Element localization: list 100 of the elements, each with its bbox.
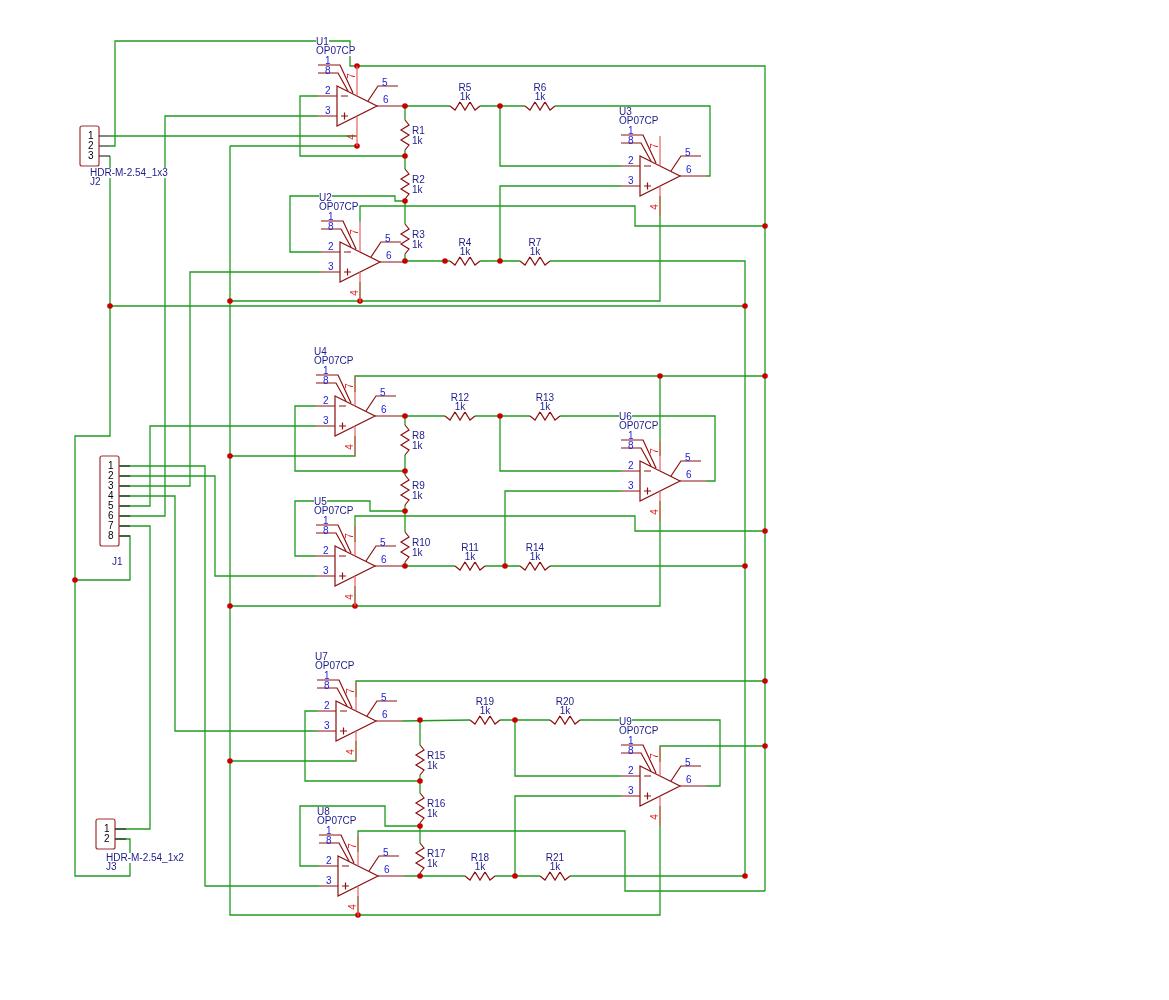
pin-number: 3 [328,262,334,272]
pin-number: 1 [88,131,94,141]
part-value: 1k [412,136,423,146]
pin-number: 7 [108,521,114,531]
reference-designator: R14 [525,543,545,553]
pin-number: 8 [325,66,331,76]
part-value: OP07CP [314,356,354,366]
pin-number: 1 [324,671,330,681]
pin-number: 7 [350,229,360,235]
pin-number: 2 [323,396,329,406]
reference-designator: J2 [90,177,101,187]
pin-number: 7 [650,143,660,149]
pin-number: 8 [328,222,334,232]
reference-designator: U8 [317,807,330,817]
pin-number: 8 [324,681,330,691]
pin-number: 4 [650,509,660,515]
part-value: 1k [412,240,423,250]
pin-number: 5 [380,538,386,548]
pin-number: 6 [383,95,389,105]
pin-number: 7 [348,843,358,849]
pin-number: 1 [628,126,634,136]
pin-number: 5 [685,453,691,463]
pin-number: 5 [382,78,388,88]
pin-number: 3 [628,481,634,491]
pin-number: 6 [108,511,114,521]
pin-number: 6 [381,405,387,415]
part-value: 1k [534,92,546,102]
pin-number: 4 [347,134,357,140]
reference-designator: U2 [319,193,332,203]
pin-number: 2 [628,156,634,166]
part-value: 1k [474,862,486,872]
part-value: 1k [427,761,438,771]
pin-number: 2 [324,701,330,711]
pin-number: 2 [104,834,110,844]
reference-designator: R3 [412,230,425,240]
pin-number: 2 [88,141,94,151]
pin-number: 4 [108,491,114,501]
pin-number: 6 [686,775,692,785]
reference-designator: U3 [619,107,632,117]
part-value: 1k [549,862,561,872]
part-value: 1k [412,185,423,195]
part-value: OP07CP [319,202,359,212]
reference-designator: R9 [412,481,425,491]
pin-number: 4 [650,814,660,820]
pin-number: 2 [328,242,334,252]
part-value: OP07CP [619,421,659,431]
part-value: 1k [454,402,466,412]
pin-number: 3 [628,786,634,796]
pin-number: 3 [326,876,332,886]
pin-number: 8 [108,531,114,541]
reference-designator: R2 [412,175,425,185]
reference-designator: R20 [555,697,575,707]
pin-number: 7 [345,533,355,539]
reference-designator: R15 [427,751,446,761]
reference-designator: R12 [450,393,470,403]
pin-number: 1 [325,56,331,66]
part-value: 1k [479,706,491,716]
pin-number: 2 [108,471,114,481]
pin-number: 3 [628,176,634,186]
pin-number: 3 [323,416,329,426]
reference-designator: U9 [619,717,632,727]
pin-number: 6 [386,251,392,261]
pin-number: 2 [323,546,329,556]
pin-number: 6 [382,710,388,720]
pin-number: 1 [328,212,334,222]
pin-number: 7 [345,383,355,389]
reference-designator: U4 [314,347,327,357]
pin-number: 7 [650,448,660,454]
pin-number: 4 [346,749,356,755]
pin-number: 3 [324,721,330,731]
pin-number: 5 [381,693,387,703]
pin-number: 4 [348,904,358,910]
pin-number: 6 [381,555,387,565]
pin-number: 3 [323,566,329,576]
reference-designator: J3 [106,862,117,872]
pin-number: 1 [108,461,114,471]
reference-designator: U1 [316,37,329,47]
part-value: 1k [412,491,423,501]
pin-number: 1 [628,431,634,441]
pin-number: 5 [108,501,114,511]
pin-number: 3 [108,481,114,491]
part-value: 1k [464,552,476,562]
pin-number: 4 [345,594,355,600]
pin-number: 1 [104,824,110,834]
footprint-label: HDR-M-2.54_1x2 [106,853,184,863]
pin-number: 4 [345,444,355,450]
pin-number: 1 [628,736,634,746]
reference-designator: R8 [412,431,425,441]
reference-designator: R17 [427,849,446,859]
reference-designator: R13 [535,393,555,403]
pin-number: 5 [383,848,389,858]
reference-designator: R10 [412,538,431,548]
pin-number: 1 [326,826,332,836]
reference-designator: U6 [619,412,632,422]
pin-number: 8 [628,746,634,756]
part-value: 1k [529,552,541,562]
reference-designator: R16 [427,799,446,809]
reference-designator: R7 [528,238,542,248]
part-value: 1k [539,402,551,412]
reference-designator: J1 [112,557,123,567]
